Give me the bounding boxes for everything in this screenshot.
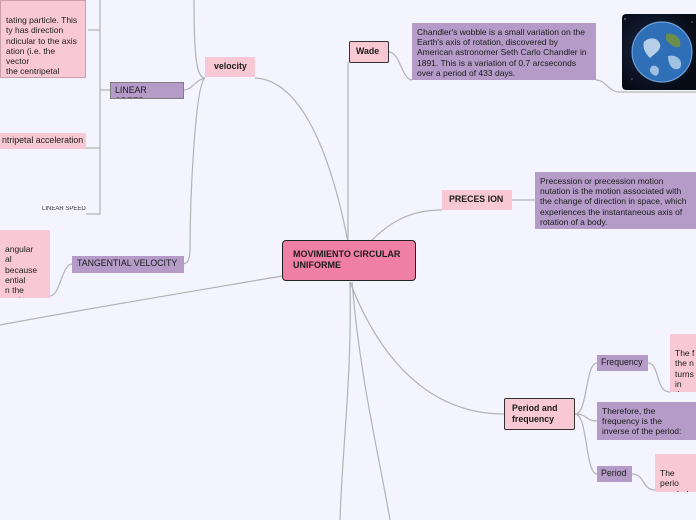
centripetal-acceleration-node[interactable]: ntripetal acceleration	[0, 133, 86, 149]
wade-note[interactable]: Chandler's wobble is a small variation o…	[412, 23, 596, 80]
frequency-note-text: The f the n turns in the by:	[675, 348, 694, 392]
earth-globe-image	[622, 14, 696, 90]
linear-speed-small-node[interactable]: LINEAR SPEED	[42, 206, 92, 216]
period-note[interactable]: The perio needed fo turn and i	[655, 454, 696, 492]
wade-label: Wade	[356, 46, 379, 56]
period-label: Period	[601, 468, 626, 478]
linear-speed-node[interactable]: LINEAR SPEED	[110, 82, 184, 99]
therefore-note[interactable]: Therefore, the frequency is the inverse …	[597, 402, 696, 440]
frequency-node[interactable]: Frequency	[597, 355, 648, 371]
therefore-note-text: Therefore, the frequency is the inverse …	[602, 406, 681, 436]
tangential-velocity-node[interactable]: TANGENTIAL VELOCITY	[72, 256, 184, 273]
angular-note[interactable]: angular al because ential n the vector (…	[0, 230, 50, 298]
wade-node[interactable]: Wade	[349, 41, 389, 63]
rotating-particle-note[interactable]: tating particle. This ty has direction n…	[0, 0, 86, 78]
preces-ion-node[interactable]: PRECES ION	[442, 190, 512, 210]
velocity-label: velocity	[214, 61, 247, 71]
linear-speed-small-label: LINEAR SPEED	[42, 206, 86, 212]
wade-note-text: Chandler's wobble is a small variation o…	[417, 27, 587, 78]
preces-ion-label: PRECES ION	[449, 194, 503, 204]
rotating-particle-text: tating particle. This ty has direction n…	[6, 15, 77, 78]
angular-note-text: angular al because ential n the vector (…	[5, 244, 41, 298]
root-title: MOVIMIENTO CIRCULAR UNIFORME	[293, 249, 400, 270]
precession-note-text: Precession or precession motion nutation…	[540, 176, 686, 227]
centripetal-acceleration-label: ntripetal acceleration	[2, 135, 83, 145]
velocity-node[interactable]: velocity	[205, 57, 255, 77]
linear-speed-label: LINEAR SPEED	[115, 85, 147, 99]
period-node[interactable]: Period	[597, 466, 632, 482]
period-and-frequency-node[interactable]: Period and frequency	[504, 398, 575, 430]
frequency-label: Frequency	[601, 357, 643, 367]
tangential-velocity-label: TANGENTIAL VELOCITY	[77, 258, 177, 268]
period-and-frequency-label: Period and frequency	[512, 403, 557, 424]
period-note-text: The perio needed fo turn and i	[660, 468, 688, 492]
frequency-note[interactable]: The f the n turns in the by:	[670, 334, 696, 392]
precession-note[interactable]: Precession or precession motion nutation…	[535, 172, 696, 229]
root-topic[interactable]: MOVIMIENTO CIRCULAR UNIFORME	[282, 240, 416, 281]
earth-icon	[622, 14, 696, 90]
